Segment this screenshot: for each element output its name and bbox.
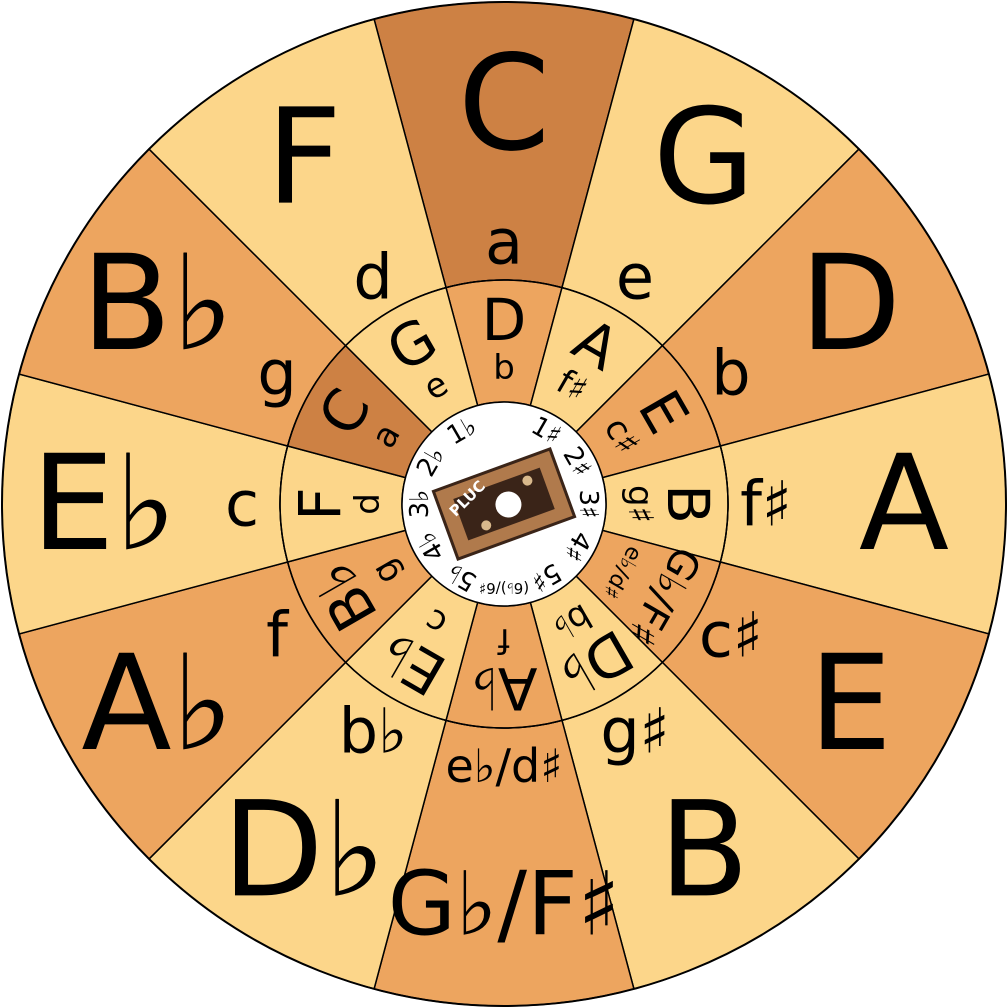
relative-major-label: A♭ — [470, 654, 537, 722]
major-key-label: F — [266, 81, 342, 235]
minor-key-label: f♯ — [740, 468, 792, 541]
major-key-label: B♭ — [81, 227, 234, 381]
relative-major-label: D — [482, 286, 527, 354]
logo: PLUC — [431, 447, 577, 561]
logo-peg-1 — [481, 520, 492, 531]
logo-peg-2 — [522, 475, 533, 486]
middle-border — [279, 279, 729, 729]
minor-key-label: d — [353, 241, 392, 314]
middle-ring — [279, 279, 729, 729]
minor-key-label: b — [711, 337, 750, 410]
major-key-label: D♭ — [222, 773, 386, 927]
minor-key-label: b♭ — [339, 694, 408, 767]
major-key-label: A — [859, 427, 949, 581]
logo-hole — [495, 491, 522, 518]
key-signature-label: 3♭ — [405, 490, 435, 519]
relative-minor-label: b — [493, 348, 515, 388]
major-key-label: E♭ — [31, 427, 177, 581]
major-key-label: G♭/F♯ — [388, 853, 621, 956]
minor-key-label: g♯ — [600, 694, 669, 767]
relative-minor-label: g♯ — [620, 485, 660, 523]
relative-major-label: F — [286, 487, 354, 520]
relative-minor-label: f — [497, 620, 510, 660]
major-key-label: A♭ — [81, 627, 234, 781]
minor-key-label: f — [266, 599, 290, 672]
major-key-label: B — [659, 773, 750, 927]
relative-minor-label: d — [348, 493, 388, 515]
major-key-label: G — [653, 81, 755, 235]
minor-key-label: c — [225, 468, 259, 541]
major-key-label: C — [458, 27, 550, 181]
key-signature-label: (6♭)/6♯ — [479, 579, 529, 597]
major-key-label: E — [809, 627, 892, 781]
relative-major-label: B — [654, 484, 722, 524]
minor-key-label: g — [257, 337, 296, 410]
major-key-label: D — [800, 227, 902, 381]
minor-key-label: e — [616, 241, 654, 314]
key-signature-label: 3♯ — [573, 489, 603, 518]
minor-key-label: a — [485, 206, 523, 279]
minor-key-label: c♯ — [699, 599, 763, 672]
key-labels: CaDbGeAf♯1♯DbEc♯2♯Af♯Bg♯3♯Ec♯G♭/F♯e♭/d♯4… — [31, 27, 949, 956]
minor-key-label: e♭/d♯ — [446, 739, 563, 793]
